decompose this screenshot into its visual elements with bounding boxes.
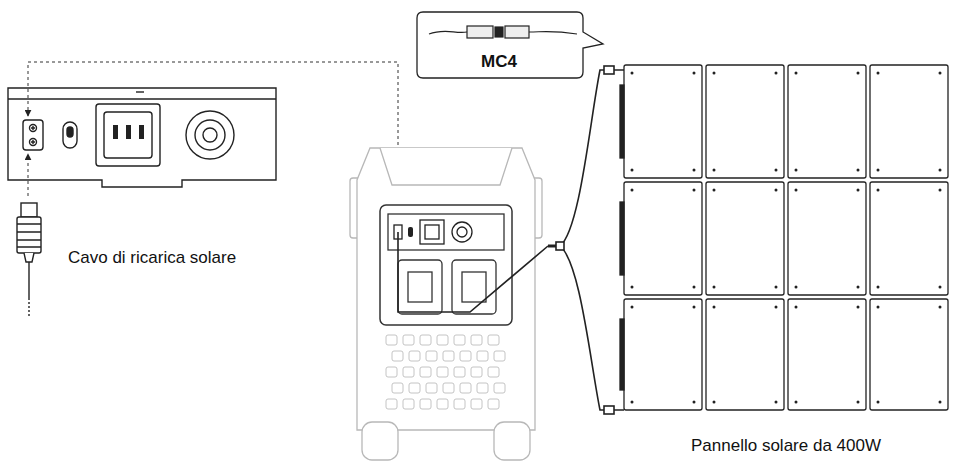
mc4-connector bbox=[429, 26, 577, 38]
solar-panel bbox=[620, 65, 948, 410]
port-panel-zoom bbox=[8, 88, 276, 187]
solar-cable bbox=[398, 66, 624, 414]
callout-label: MC4 bbox=[481, 52, 517, 72]
callout-bubble: MC4 bbox=[415, 10, 605, 80]
leader-line bbox=[28, 62, 398, 228]
leader-line bbox=[28, 154, 29, 196]
power-station bbox=[350, 148, 542, 460]
cable-label: Cavo di ricarica solare bbox=[68, 248, 236, 268]
solar-cable-plug bbox=[17, 203, 41, 318]
panel-caption: Pannello solare da 400W bbox=[691, 436, 881, 456]
